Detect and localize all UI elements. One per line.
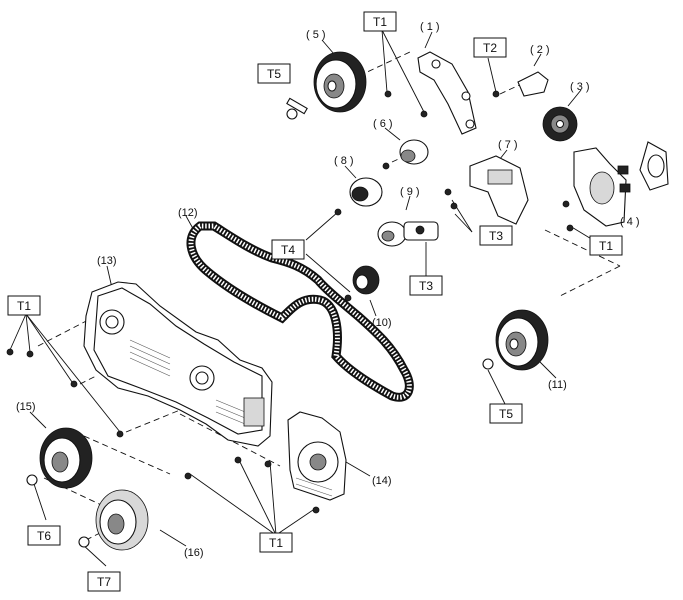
svg-text:T1: T1	[373, 15, 387, 29]
lower-belt-cover	[287, 411, 347, 501]
belt-tensioner-9	[377, 221, 439, 247]
part-label-14: (14)	[372, 475, 392, 487]
part-label-6: ( 6 )	[373, 118, 393, 130]
svg-text:T5: T5	[499, 407, 513, 421]
part-label-3: ( 3 )	[570, 81, 590, 93]
timing-belt	[186, 221, 414, 402]
cam-sprocket-11	[482, 309, 549, 371]
tensioner-bracket-1	[384, 51, 477, 135]
leader-lines	[9, 29, 621, 567]
part-label-2: ( 2 )	[530, 44, 550, 56]
part-label-11: (11)	[548, 379, 567, 391]
svg-text:T4: T4	[281, 243, 295, 257]
front-belt-cover	[83, 281, 273, 447]
torque-box-t7: T7	[87, 571, 121, 592]
part-label-12: (12)	[178, 207, 198, 219]
torque-box-t2: T2	[473, 37, 507, 58]
part-label-8: ( 8 )	[334, 155, 354, 167]
svg-text:T1: T1	[599, 239, 613, 253]
torque-box-t5-bottom: T5	[489, 403, 523, 424]
crank-pulley-16	[78, 489, 149, 551]
idler-6	[382, 139, 429, 170]
part-label-1: ( 1 )	[420, 21, 440, 33]
part-label-7: ( 7 )	[498, 139, 518, 151]
cover-bolts	[6, 348, 320, 514]
torque-labels: T1 T2 T5 T3 T1 T4 T3 T1	[7, 11, 623, 592]
crank-pulley-15	[26, 427, 93, 489]
torque-box-t4: T4	[271, 239, 305, 260]
tensioner-bracket-7	[444, 155, 529, 225]
crank-sprocket-10	[344, 265, 380, 302]
svg-text:T5: T5	[267, 67, 281, 81]
idler-8	[334, 177, 383, 216]
cam-sprocket-5	[286, 51, 367, 120]
torque-box-t1-top: T1	[363, 11, 397, 32]
part-label-4: ( 4 )	[620, 216, 640, 228]
cover-plate-4	[562, 141, 669, 232]
torque-box-t5-top: T5	[257, 63, 291, 84]
part-label-16: (16)	[184, 547, 204, 559]
svg-text:T7: T7	[97, 575, 111, 589]
part-label-13: (13)	[97, 255, 117, 267]
torque-box-t6: T6	[27, 525, 61, 546]
part-label-15: (15)	[16, 401, 36, 413]
torque-box-t1-right: T1	[589, 235, 623, 256]
part-label-9: ( 9 )	[400, 186, 420, 198]
svg-text:T3: T3	[489, 229, 503, 243]
torque-box-t3-lower: T3	[409, 275, 443, 296]
torque-box-t3-right: T3	[479, 225, 513, 246]
idler-3	[542, 106, 578, 142]
part-label-5: ( 5 )	[306, 29, 326, 41]
part-labels: ( 1 ) ( 2 ) ( 3 ) ( 4 ) ( 5 ) ( 6 ) ( 7 …	[16, 21, 640, 559]
svg-text:T2: T2	[483, 41, 497, 55]
belt-guide-2	[492, 71, 549, 98]
torque-box-t1-bottom: T1	[259, 532, 293, 553]
svg-text:T1: T1	[17, 299, 31, 313]
svg-text:T3: T3	[419, 279, 433, 293]
torque-box-t1-left: T1	[7, 295, 41, 316]
svg-text:T6: T6	[37, 529, 51, 543]
part-label-10: (10)	[372, 317, 392, 329]
svg-text:T1: T1	[269, 536, 283, 550]
